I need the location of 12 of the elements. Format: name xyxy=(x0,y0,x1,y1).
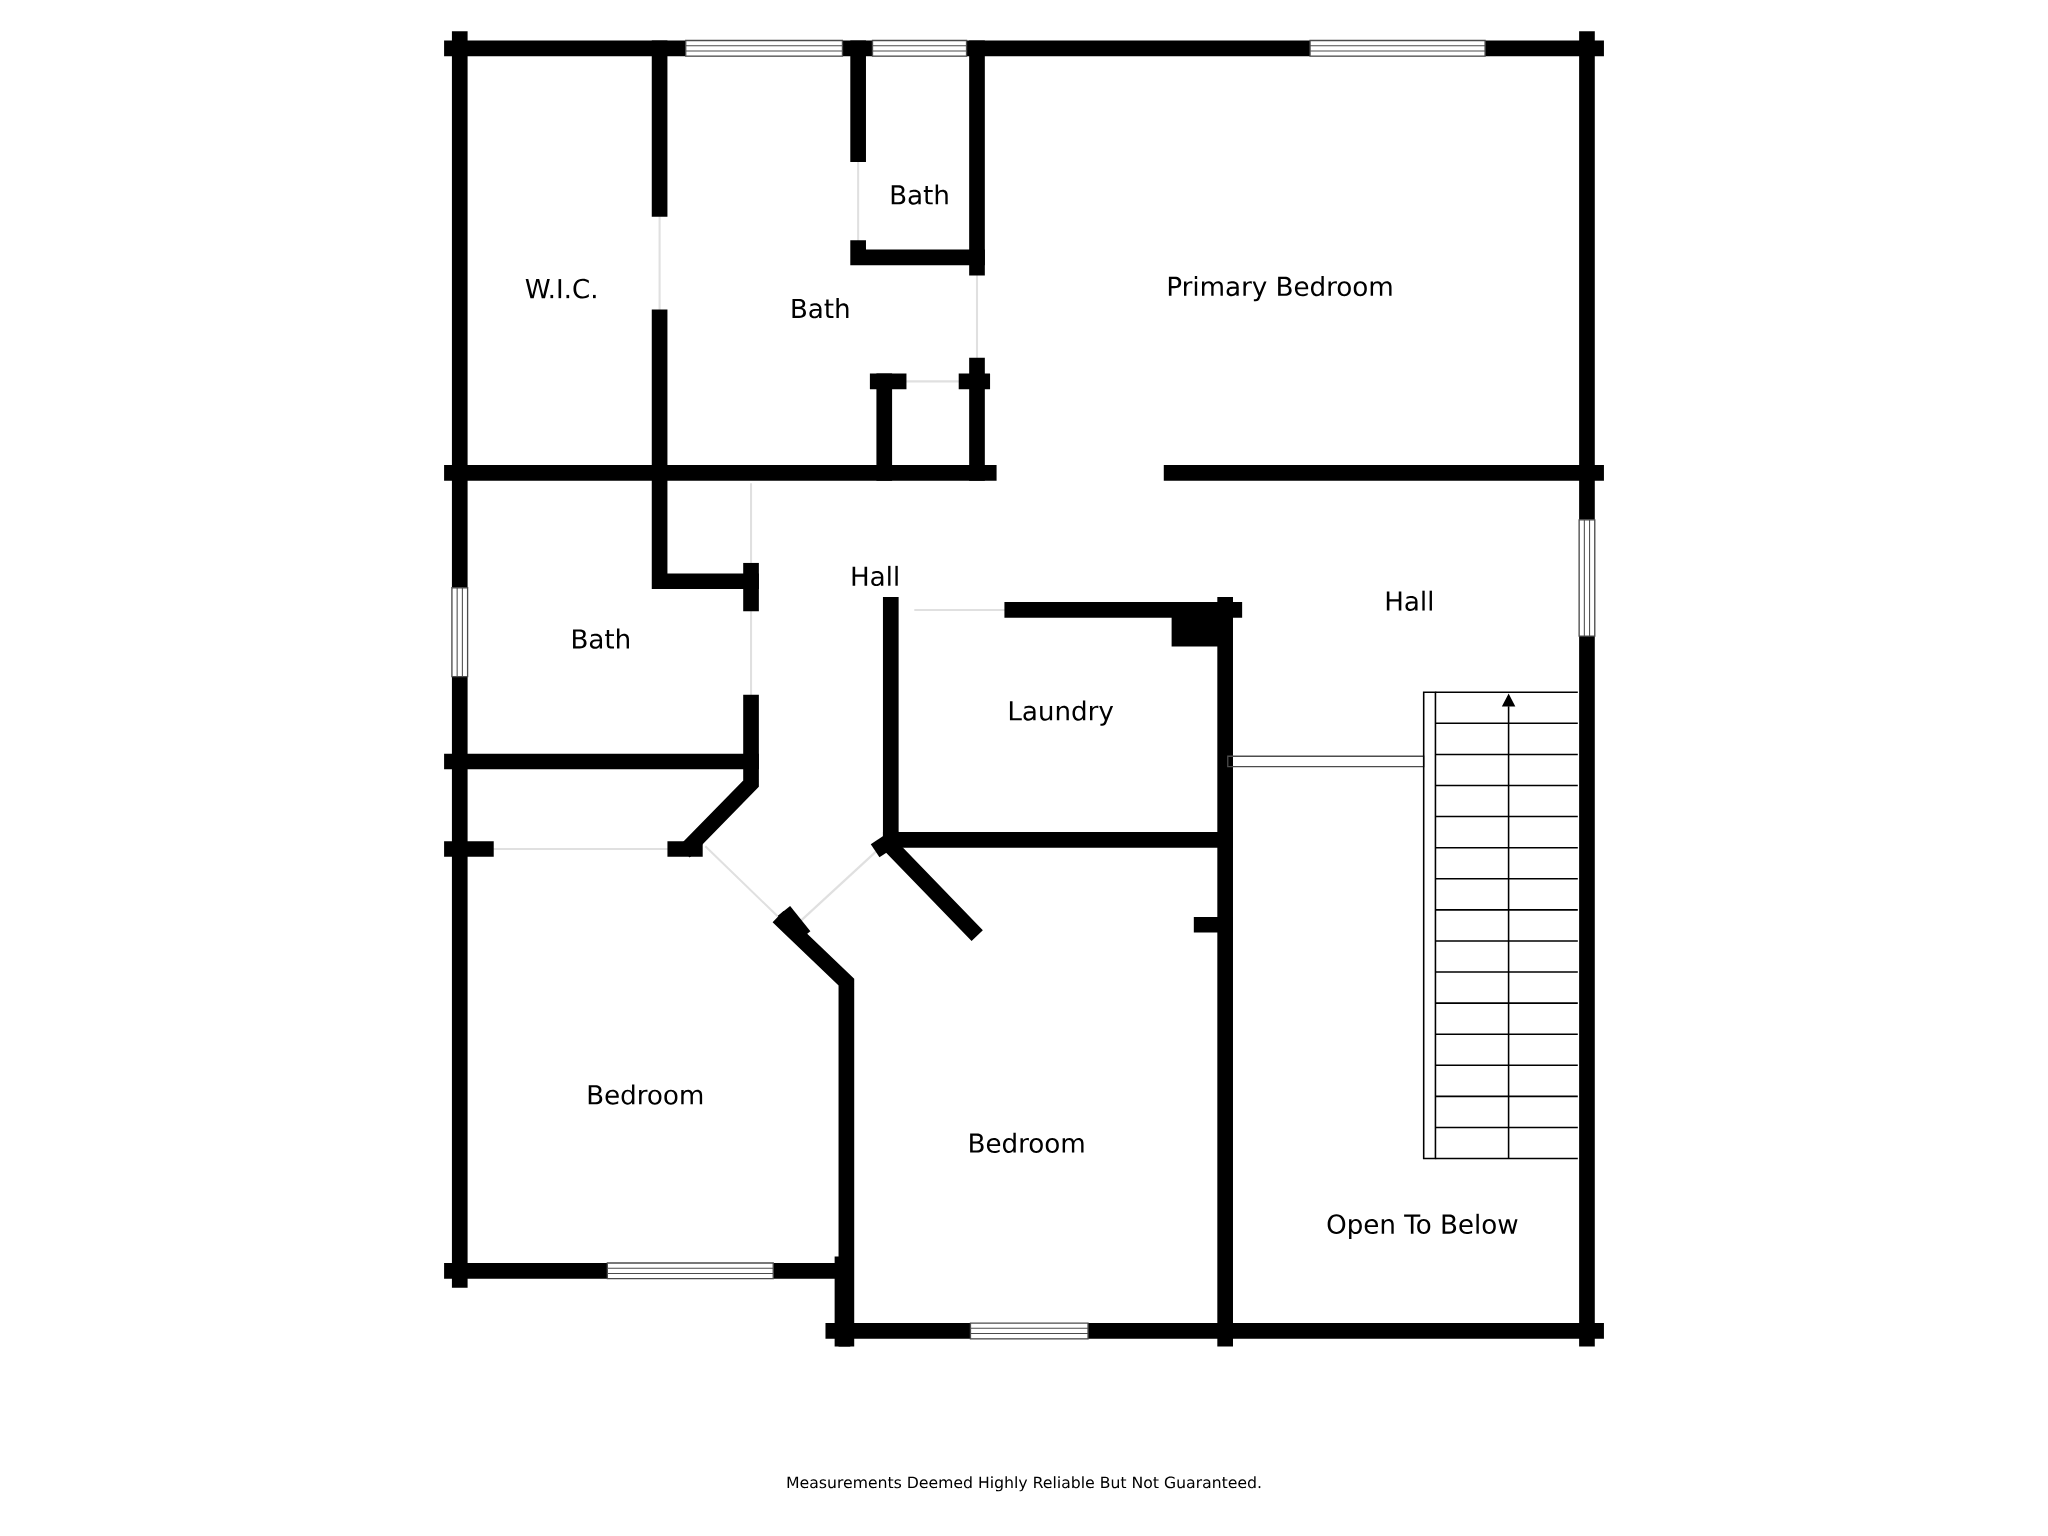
room-label: Open To Below xyxy=(1327,1213,1518,1240)
room-label: W.I.C. xyxy=(525,278,596,299)
room-label: Laundry xyxy=(1009,700,1114,726)
room-label: Bath xyxy=(573,628,629,649)
footer-note: Measurements Deemed Highly Reliable But Not Guaranteed. xyxy=(787,1476,1261,1492)
room-label: Hall xyxy=(1386,590,1432,611)
room-label: Hall xyxy=(852,565,898,587)
room-label: Bedroom xyxy=(970,1132,1084,1153)
room-label: Primary Bedroom xyxy=(1168,276,1392,302)
room-label: Bath xyxy=(792,298,849,319)
room-label: Bath xyxy=(891,184,948,205)
room-label: Bedroom xyxy=(588,1084,703,1105)
